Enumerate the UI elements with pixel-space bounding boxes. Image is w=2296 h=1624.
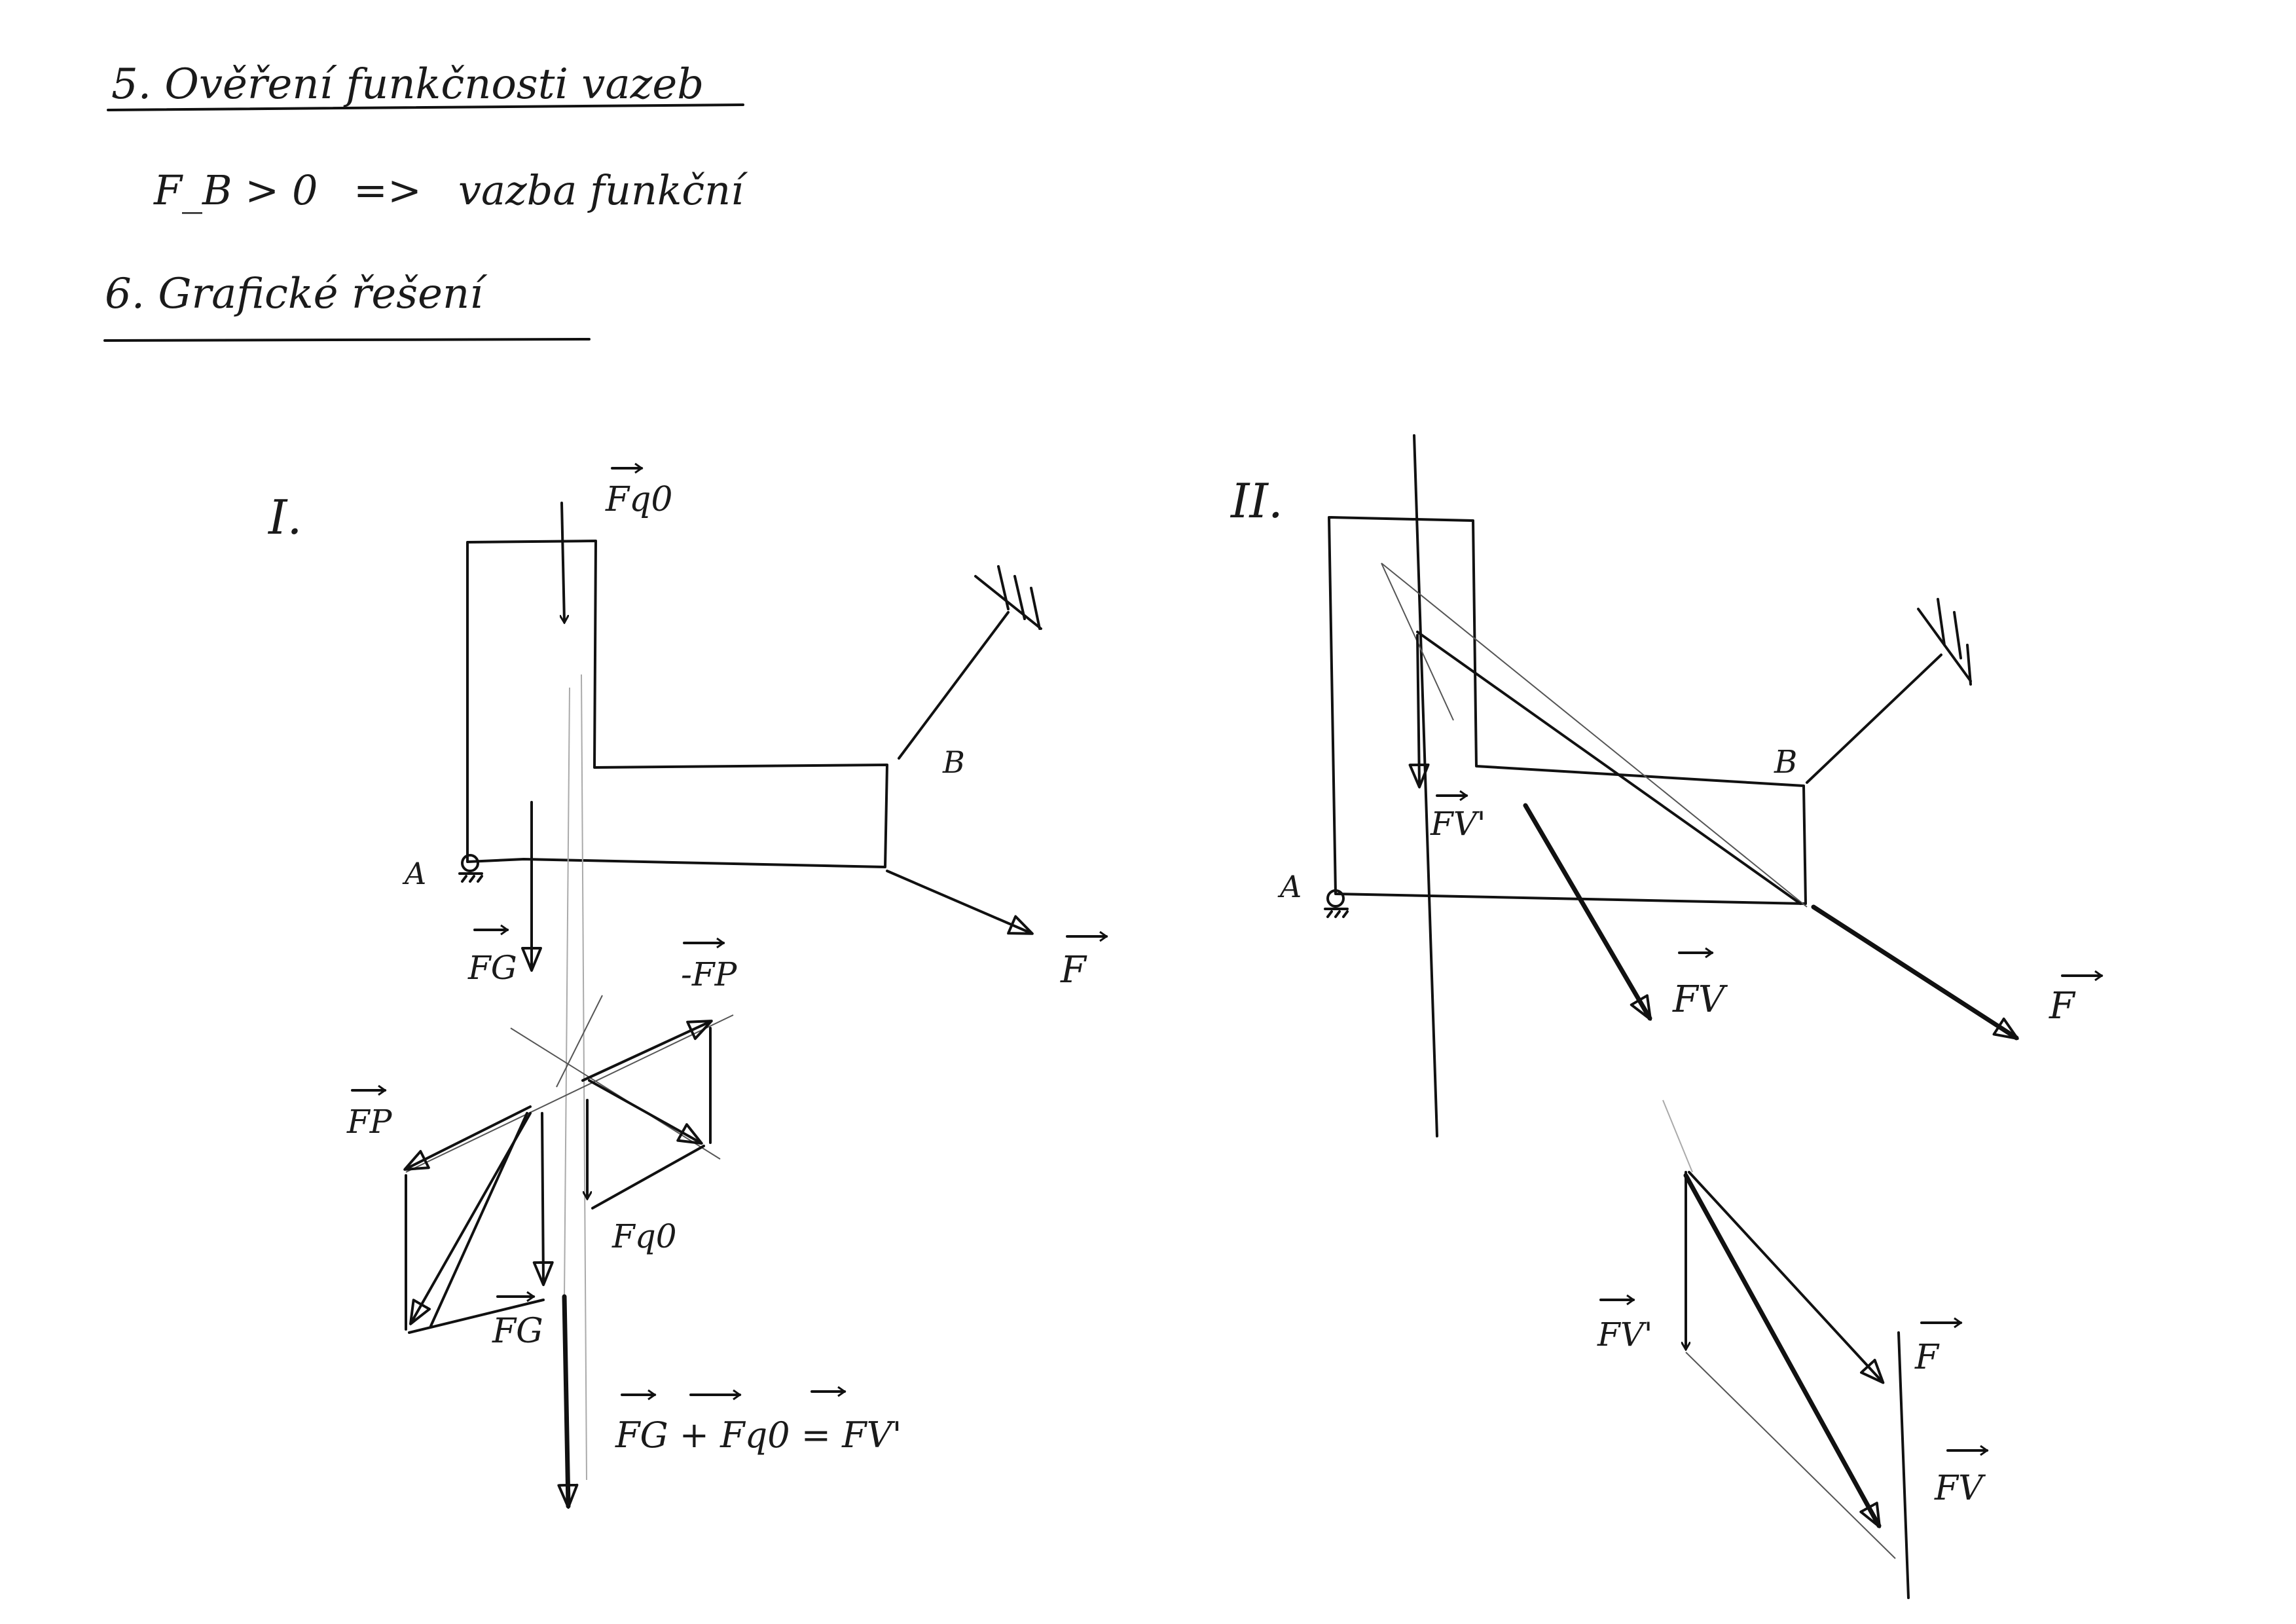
construction-line-vertical-2 (564, 687, 570, 1297)
parallelogram-side (591, 1145, 705, 1209)
fg-bottom-arrow (532, 1112, 554, 1286)
diagram-i: I. A B Fq0 FG F (267, 462, 1108, 1509)
fv-prime-label: FV' (1430, 805, 1486, 843)
minus-fp-arrow (581, 1020, 713, 1082)
construction-line (405, 1014, 734, 1173)
polygon-vertical (1897, 1331, 1910, 1599)
fv-arrow (1523, 803, 1652, 1021)
diagonal-arrow (588, 1079, 703, 1145)
f-arrow-ii (1811, 904, 2019, 1041)
f-polygon-arrow (1688, 1171, 1885, 1384)
statement-result: vazba funkční (458, 166, 748, 214)
fv-label: FV (1672, 978, 1728, 1021)
diagram-ii-vertical-line (1413, 434, 1438, 1137)
diagram-ii: II. A B FV' FV F (1230, 434, 2104, 1599)
diagram-i-support-a (458, 854, 483, 883)
statement-implies: => (354, 166, 422, 214)
section-5-title: 5. Ověření funkčnosti vazeb (111, 60, 704, 109)
diagram-ii-rod (1806, 654, 1942, 784)
diagram-ii-support-a (1324, 889, 1349, 918)
parallelogram-side (408, 1299, 545, 1334)
fv-prime-bottom-label: FV' (1597, 1316, 1653, 1354)
closing-line (1685, 1352, 1896, 1559)
f-right-label: F (1060, 949, 1087, 991)
diagram-ii-line-to-b (1416, 631, 1802, 905)
f-label-ii: F (2049, 985, 2076, 1027)
section-6-underline (103, 338, 591, 342)
diagram-i-point-b: B (942, 745, 965, 780)
fv-prime-arrow (1408, 634, 1430, 788)
fq0-top-label: Fq0 (605, 480, 672, 519)
fp-label: FP (346, 1103, 393, 1141)
construction-line (1381, 563, 1808, 908)
fg-small-label: FG (467, 949, 517, 987)
diagram-ii-point-b: B (1774, 744, 1797, 781)
statement-fb: F_B > 0 (153, 166, 318, 214)
diagram-ii-label: II. (1230, 473, 1283, 528)
sum-equation: FG + Fq0 = FV' (615, 1414, 902, 1456)
minus-fp-label: -FP (681, 955, 738, 993)
diagram-i-label: I. (267, 490, 302, 545)
diagram-i-point-a: A (402, 856, 426, 891)
construction-line (556, 995, 603, 1088)
section-6-title: 6. Grafické řešení (105, 270, 488, 318)
construction-line (1662, 1099, 1693, 1173)
diagram-i-wall-hatch (974, 565, 1042, 630)
fv-polygon-arrow (1683, 1173, 1882, 1528)
section-5-underline (107, 103, 744, 111)
diagram-ii-wall-hatch (1917, 598, 1972, 686)
resultant-arrow-2 (429, 1112, 528, 1327)
diagram-ii-body (1328, 516, 1807, 905)
fv-bottom-label: FV (1934, 1469, 1986, 1508)
fv-prime-arrow (557, 1294, 579, 1509)
construction-line-vertical (581, 674, 587, 1481)
diagram-ii-point-a: A (1277, 869, 1302, 904)
fp-arrow (403, 1105, 532, 1171)
f-arrow (886, 870, 1034, 935)
f-bottom-label: F (1914, 1338, 1940, 1377)
fg-bottom-label: FG (492, 1312, 543, 1351)
fq0-top-arrow (562, 502, 564, 622)
diagram-i-rod (898, 611, 1010, 760)
fq0-mid-label: Fq0 (611, 1217, 677, 1255)
